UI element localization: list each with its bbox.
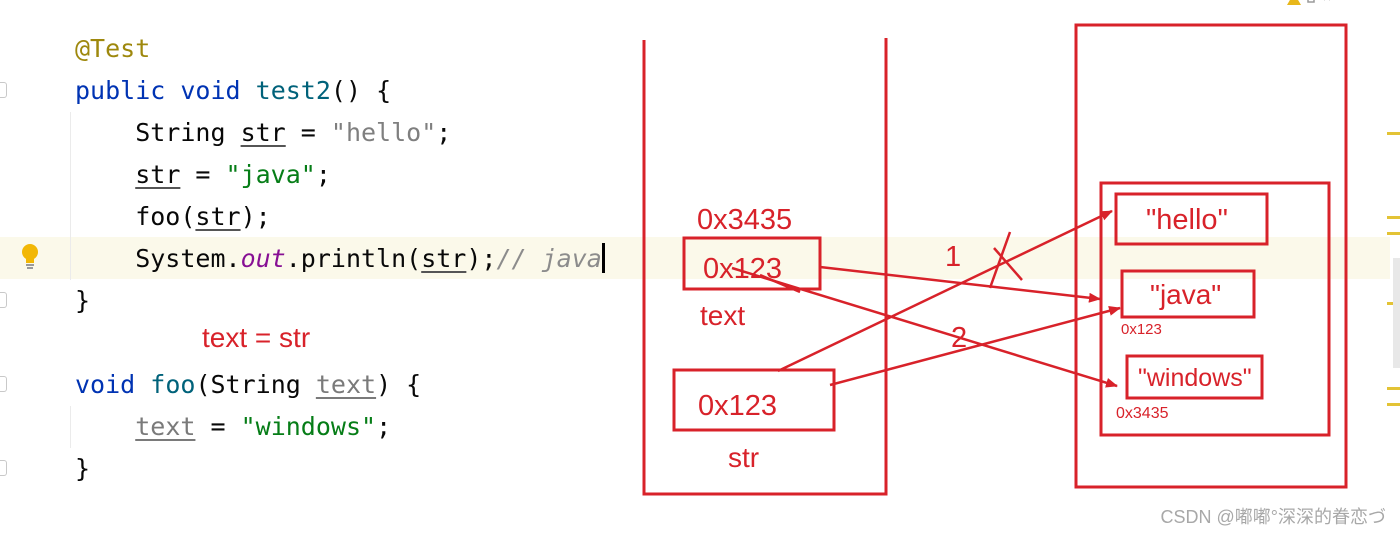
- code-token: }: [75, 286, 91, 315]
- code-token: (String: [195, 370, 316, 399]
- scribble-mark: [759, 273, 801, 294]
- heap-java-label: "java": [1150, 279, 1222, 310]
- code-token: void: [75, 370, 136, 399]
- heap-windows-address: 0x3435: [1116, 405, 1169, 422]
- code-line-method-foo[interactable]: void foo(String text) {: [75, 364, 605, 406]
- code-token: ) {: [376, 370, 422, 399]
- code-token: out: [240, 244, 286, 273]
- code-line-declare-str[interactable]: String str = "hello";: [75, 112, 605, 154]
- code-token: str: [240, 118, 286, 147]
- fold-marker-icon[interactable]: [0, 376, 7, 392]
- code-token: "java": [225, 160, 316, 189]
- code-line-close-foo[interactable]: }: [75, 448, 605, 490]
- watermark: CSDN @嘟嘟°深深的眷恋づ: [1160, 507, 1386, 527]
- code-token: );: [466, 244, 497, 273]
- heap-cell-windows: [1125, 354, 1264, 400]
- code-token: @Test: [75, 34, 151, 63]
- arrow-label-1: 1: [945, 241, 962, 273]
- code-line-assign-text[interactable]: text = "windows";: [75, 406, 605, 448]
- arrow-text-to-java: [819, 265, 1101, 303]
- code-token: void: [180, 76, 241, 105]
- code-token: test2: [255, 76, 331, 105]
- code-token: String: [75, 118, 241, 147]
- scrollbar-thumb[interactable]: [1393, 258, 1400, 368]
- code-token: foo(: [75, 202, 196, 231]
- arrow-str-to-hello: [777, 209, 1113, 373]
- code-editor[interactable]: @Test public void test2() { String str = …: [75, 28, 605, 490]
- arrow-text-to-windows: [731, 266, 1118, 388]
- code-token: );: [240, 202, 271, 231]
- heap-windows-label: "windows": [1138, 364, 1252, 392]
- code-line-annotation[interactable]: @Test: [75, 28, 605, 70]
- arrow-label-2: 2: [951, 322, 968, 354]
- code-token: public: [75, 76, 166, 105]
- gutter-indent-guide: [70, 112, 71, 280]
- text-address-label: 0x3435: [697, 204, 793, 236]
- code-token: .println(: [285, 244, 422, 273]
- code-token: "windows": [240, 412, 377, 441]
- scroll-mark-warning[interactable]: [1387, 403, 1400, 406]
- code-token: // java: [496, 244, 602, 273]
- gutter-indent-guide: [70, 406, 71, 448]
- heap-hello-label: "hello": [1146, 204, 1228, 236]
- stack-cell-str: [672, 368, 836, 432]
- str-cell-value: 0x123: [698, 390, 778, 422]
- code-line-println[interactable]: System.out.println(str);// java: [75, 238, 605, 280]
- code-token: str: [135, 160, 181, 189]
- heap-outer-box: [1074, 23, 1348, 489]
- fold-marker-icon[interactable]: [0, 292, 7, 308]
- code-token: str: [195, 202, 241, 231]
- code-token: ;: [315, 160, 331, 189]
- code-token: "hello": [330, 118, 437, 147]
- code-token: str: [421, 244, 467, 273]
- text-cell-value: 0x123: [703, 253, 783, 285]
- code-token: () {: [330, 76, 392, 105]
- heap-cell-java: [1120, 269, 1256, 319]
- text-caret: [601, 243, 605, 273]
- code-line-call-foo[interactable]: foo(str);: [75, 196, 605, 238]
- code-line-assign-str[interactable]: str = "java";: [75, 154, 605, 196]
- arrow-str-to-java: [829, 305, 1121, 387]
- str-variable-label: str: [728, 442, 760, 473]
- code-token: System.: [75, 244, 241, 273]
- code-line-close-test2[interactable]: }: [75, 280, 605, 322]
- code-token: foo: [150, 370, 196, 399]
- scroll-mark-warning[interactable]: [1387, 216, 1400, 219]
- stack-cell-text: [682, 236, 822, 291]
- stack-frame-outline: [642, 38, 888, 496]
- text-variable-label: text: [700, 300, 746, 331]
- fold-marker-icon[interactable]: [0, 460, 7, 476]
- code-token: ;: [436, 118, 452, 147]
- code-token: text: [135, 412, 196, 441]
- heap-java-address: 0x123: [1121, 321, 1162, 338]
- scroll-mark-warning[interactable]: [1387, 132, 1400, 135]
- lightbulb-icon[interactable]: [20, 243, 40, 271]
- code-token: =: [195, 412, 241, 441]
- scroll-mark-warning[interactable]: [1387, 387, 1400, 390]
- heap-cell-hello: [1114, 192, 1269, 246]
- code-token: =: [180, 160, 226, 189]
- assignment-note: text = str: [202, 322, 311, 353]
- strike-mark: [993, 247, 1023, 281]
- warning-icon[interactable]: [1284, 0, 1344, 6]
- scroll-mark-warning[interactable]: [1387, 232, 1400, 235]
- code-token: ;: [376, 412, 392, 441]
- strike-mark: [988, 231, 1012, 289]
- code-token: }: [75, 454, 91, 483]
- heap-inner-box: [1099, 181, 1331, 437]
- code-line-method-test2[interactable]: public void test2() {: [75, 70, 605, 112]
- fold-marker-icon[interactable]: [0, 82, 7, 98]
- code-token: =: [285, 118, 331, 147]
- code-token: text: [315, 370, 377, 399]
